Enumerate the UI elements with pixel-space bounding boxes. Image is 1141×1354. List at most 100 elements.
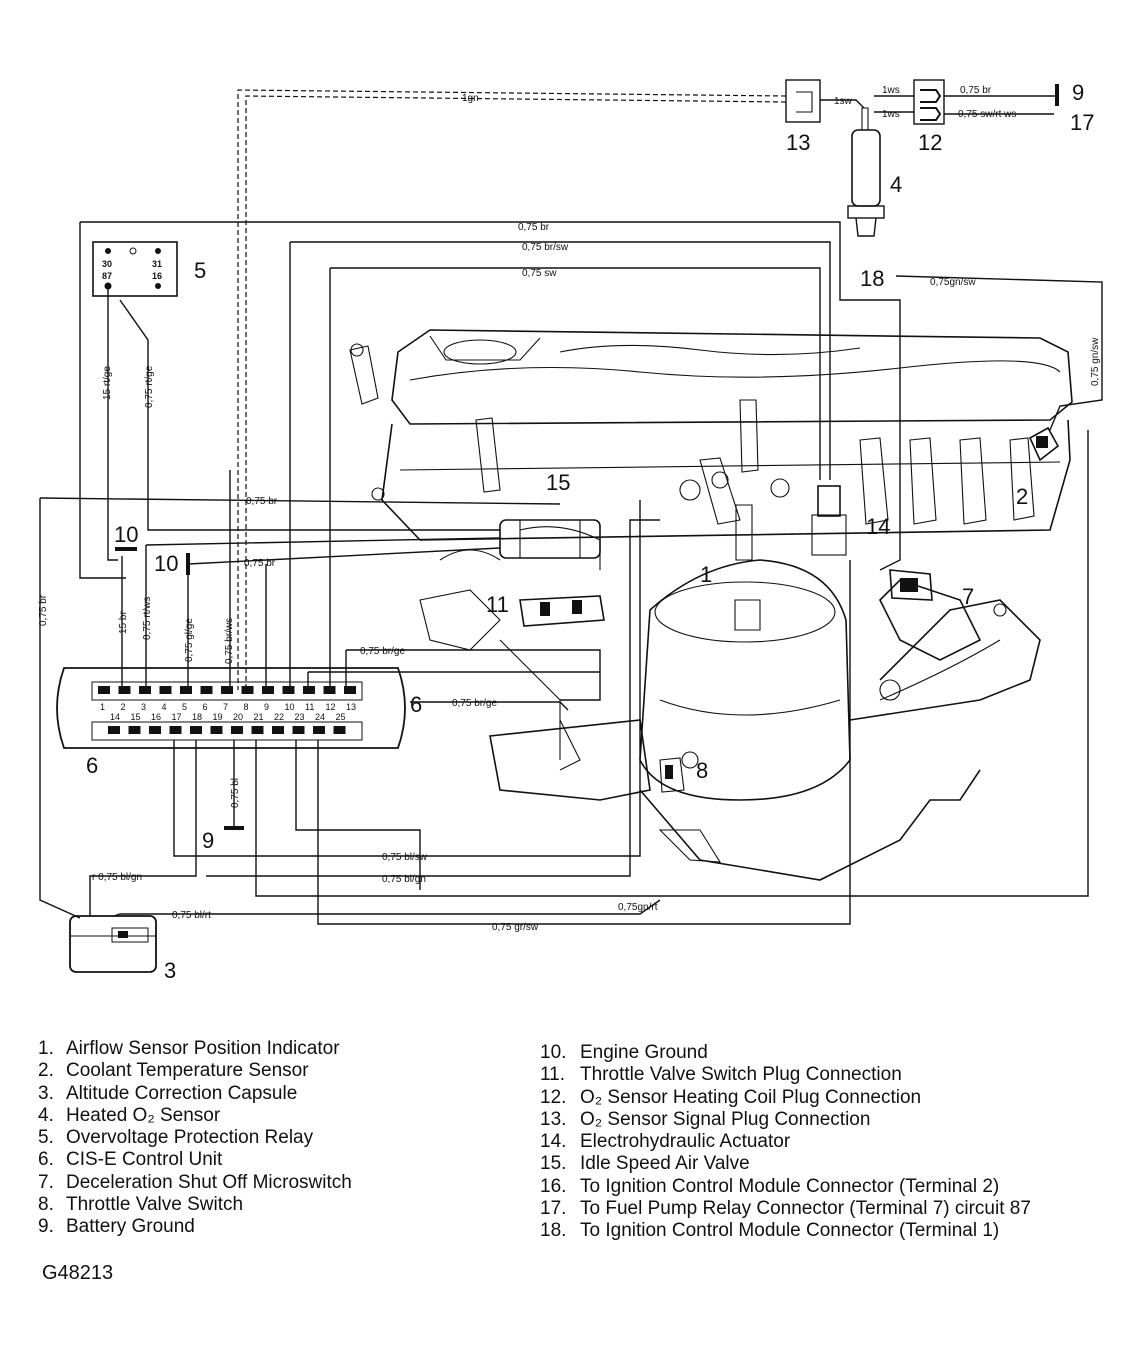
control-unit-pin-number: 23	[295, 712, 305, 722]
wire-label-rtge-075: 0,75 rt/ge	[144, 365, 155, 408]
legend-item: 9.Battery Ground	[38, 1216, 352, 1238]
legend-item-text: O₂ Sensor Heating Coil Plug Connection	[580, 1086, 922, 1108]
control-unit-pin-socket	[149, 726, 161, 734]
legend-item: 10.Engine Ground	[540, 1042, 1031, 1064]
legend-item-text: Electrohydraulic Actuator	[580, 1131, 791, 1153]
control-unit-pin-socket	[180, 686, 192, 694]
control-unit-pin-number: 6	[203, 702, 208, 712]
legend-item-number: 3.	[38, 1082, 54, 1104]
legend-item: 4.Heated O₂ Sensor	[38, 1105, 352, 1127]
wire-label-rtge-15: 15 rt/ge	[102, 366, 113, 400]
legend-item-text: Airflow Sensor Position Indicator	[66, 1038, 340, 1059]
control-unit-pin-socket	[139, 686, 151, 694]
legend-item-text: Idle Speed Air Valve	[580, 1153, 750, 1175]
control-unit-pin-socket	[128, 726, 141, 734]
control-unit-pin-number: 7	[223, 702, 228, 712]
legend-item: 15.Idle Speed Air Valve	[540, 1153, 1031, 1175]
wire-label-rtws: 0,75 rt/ws	[142, 597, 153, 640]
legend-item-number: 6.	[38, 1149, 54, 1171]
control-unit-pin-number: 19	[213, 712, 223, 722]
control-unit-pin-socket	[282, 686, 295, 694]
legend-item-text: Engine Ground	[580, 1042, 708, 1063]
legend-item-text: CIS-E Control Unit	[66, 1149, 223, 1171]
callout-6b: 6	[410, 692, 422, 717]
wire-label-sw-top: 0,75 sw	[522, 268, 557, 279]
control-unit-pin-socket	[303, 686, 315, 694]
callout-8: 8	[696, 758, 708, 783]
control-unit-pin-number: 21	[254, 712, 264, 722]
callout-11: 11	[486, 592, 509, 617]
callout-10b: 10	[154, 551, 178, 576]
legend-item: 5. Overvoltage Protection Relay	[38, 1127, 352, 1149]
legend-item-number: 16.	[540, 1175, 567, 1197]
control-unit-pin-number: 9	[264, 702, 269, 712]
control-unit-pin-number: 11	[305, 702, 314, 712]
control-unit-pin-socket	[200, 686, 213, 694]
wire-label-blgn-3: r 0,75 bl/gn	[92, 872, 142, 883]
legend-item: 1. Airflow Sensor Position Indicator	[38, 1038, 352, 1060]
legend-item: 2.Coolant Temperature Sensor	[38, 1060, 352, 1082]
control-unit-pin-number: 18	[192, 712, 202, 722]
legend-item: 3.Altitude Correction Capsule	[38, 1083, 352, 1105]
callout-3: 3	[164, 958, 176, 983]
legend-item-number: 1.	[38, 1038, 54, 1059]
control-unit-pin-number: 1	[100, 702, 105, 712]
wire-label-gnsw-18: 0,75gn/sw	[930, 277, 976, 288]
callout-4: 4	[890, 172, 902, 197]
callout-2: 2	[1016, 484, 1028, 509]
legend-item: 6. CIS-E Control Unit	[38, 1149, 352, 1171]
control-unit-pin-number: 14	[110, 712, 120, 722]
wire-label-br-to-9: 0,75 br	[960, 85, 992, 96]
callout-10a: 10	[114, 522, 138, 547]
legend-item-number: 7.	[38, 1171, 54, 1193]
legend-item-text: Overvoltage Protection Relay	[66, 1127, 314, 1149]
legend-item-number: 5.	[38, 1127, 54, 1149]
legend-item: 17.To Fuel Pump Relay Connector (Termina…	[540, 1198, 1031, 1220]
wire-label-glge: 0,75 gl/ge	[184, 618, 195, 662]
control-unit-pin-number: 22	[274, 712, 284, 722]
wire-label-blgn-bottom: 0,75 bl/gn	[382, 874, 426, 885]
wire-label-gnrt-bottom: 0,75gn/rt	[618, 902, 658, 913]
legend-item-number: 12.	[540, 1086, 567, 1108]
legend-item: 18.To Ignition Control Module Connector …	[540, 1220, 1031, 1242]
control-unit-pin-socket	[333, 726, 346, 734]
control-unit-pin-number: 24	[315, 712, 325, 722]
wire-label-ws-b: 1ws	[882, 109, 900, 120]
legend-item: 11.Throttle Valve Switch Plug Connection	[540, 1064, 1031, 1086]
control-unit-pin-number: 12	[326, 702, 336, 712]
control-unit-pin-number: 25	[336, 712, 346, 722]
wire-label-brsw-top: 0,75 br/sw	[522, 242, 569, 253]
callout-15: 15	[546, 470, 570, 495]
overvoltage-protection-relay: 30 31 87 16	[92, 241, 178, 297]
control-unit-pin-socket	[344, 686, 356, 694]
callout-numbers: 1 2 3 4 5 6 6 7 8 9 9 10 10 11 12 13 14 …	[86, 80, 1094, 983]
legend-item-number: 14.	[540, 1131, 567, 1153]
legend-item-number: 11.	[540, 1064, 566, 1086]
legend-item: 7.Deceleration Shut Off Microswitch	[38, 1172, 352, 1194]
legend-item: 16.To Ignition Control Module Connector …	[540, 1176, 1031, 1198]
control-unit-pin-number: 13	[346, 702, 356, 712]
control-unit-pin-socket	[98, 686, 110, 694]
callout-5: 5	[194, 258, 206, 283]
control-unit-pin-number: 17	[172, 712, 182, 722]
control-unit-pin-number: 20	[233, 712, 243, 722]
control-unit-pin-socket	[251, 726, 264, 734]
legend-item-number: 17.	[540, 1198, 567, 1220]
legend-item: 12. O₂ Sensor Heating Coil Plug Connectio…	[540, 1087, 1031, 1109]
wire-label-grsw-bottom: 0,75 gr/sw	[492, 922, 539, 933]
legend-item-number: 8.	[38, 1194, 54, 1216]
legend-item: 8.Throttle Valve Switch	[38, 1194, 352, 1216]
control-unit-pin-socket	[231, 726, 243, 734]
relay-terminal-16: 16	[152, 271, 162, 281]
control-unit-pin-socket	[118, 686, 131, 694]
wire-label-ws-a: 1ws	[882, 85, 900, 96]
control-unit-pin-socket	[159, 686, 172, 694]
figure-id: G48213	[42, 1262, 114, 1284]
wire-label-brws: 0,75 br/ws	[224, 618, 235, 664]
control-unit-pin-socket	[313, 726, 325, 734]
legend-item-number: 2.	[38, 1060, 54, 1082]
callout-6a: 6	[86, 753, 98, 778]
